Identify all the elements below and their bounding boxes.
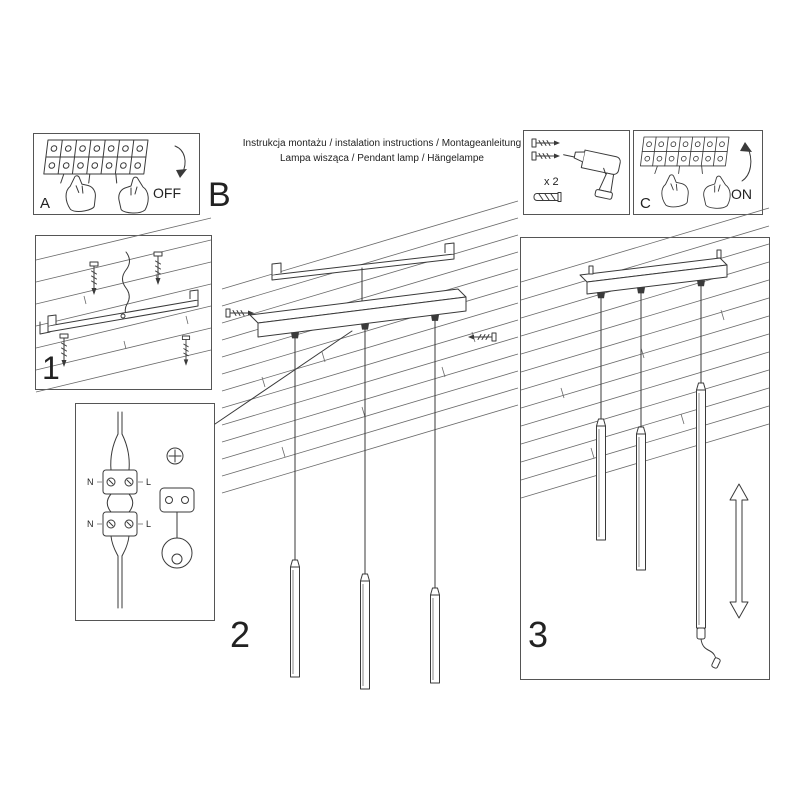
screw-icon	[531, 151, 561, 161]
step-b-label: B	[208, 176, 231, 214]
label-leaders	[97, 481, 143, 525]
panel-step-3	[520, 207, 770, 680]
title-line-1: Instrukcja montażu / instalation instruc…	[242, 138, 522, 149]
mounting-rail	[47, 289, 199, 333]
pendant-tube	[696, 382, 706, 629]
pendant-tube	[636, 426, 646, 571]
step-2-number: 2	[230, 614, 251, 655]
plank-seams	[560, 309, 725, 459]
bracket-clip	[39, 321, 51, 335]
hand-icon	[118, 176, 149, 214]
sheet-title: Instrukcja montażu / instalation instruc…	[232, 136, 532, 166]
terminal-l-bottom-label: L	[146, 519, 151, 529]
step-c-letter: C	[640, 195, 651, 212]
drill-icon	[563, 149, 621, 200]
terminal-block-icon	[639, 136, 730, 174]
screw-icon	[531, 138, 561, 148]
cable-clamp-icon	[159, 487, 195, 569]
cable-gland	[637, 287, 645, 294]
cable-lock	[696, 627, 721, 669]
plank-seams	[261, 331, 476, 458]
hand-icon	[659, 172, 691, 209]
terminal-l-top-label: L	[146, 477, 151, 487]
wire-left	[110, 433, 119, 471]
screw-icon	[181, 335, 191, 367]
hand-icon	[703, 175, 731, 209]
terminal-n-bottom-label: N	[87, 519, 94, 529]
double-arrow-icon	[729, 483, 749, 619]
wire-connector	[102, 511, 138, 537]
terminal-n-top-label: N	[87, 477, 94, 487]
step-a-drawing: A OFF	[40, 139, 187, 214]
step-a-letter: A	[40, 195, 50, 212]
panel-step-1	[35, 217, 212, 393]
screw-count-label: x 2	[544, 176, 559, 188]
canopy	[579, 249, 728, 295]
wire-right	[121, 433, 130, 471]
wiring-detail-drawing: N L N L	[87, 411, 195, 609]
panel2-drawing	[221, 200, 519, 690]
title-line-2: Lampa wisząca / Pendant lamp / Hängelamp…	[279, 153, 484, 164]
panel3-drawing	[520, 207, 770, 669]
wire-exit	[110, 535, 130, 557]
screw-icon	[89, 261, 99, 296]
wiring-inset-box: N L N L	[75, 403, 215, 621]
screw-icon	[225, 308, 255, 318]
ceiling-planks	[221, 200, 519, 494]
step-a-box: A OFF	[33, 133, 200, 215]
screw-icon	[153, 251, 163, 286]
step-3-number: 3	[528, 614, 549, 655]
pendant-tube	[360, 573, 370, 690]
panel1-drawing	[35, 217, 212, 393]
mains-cable	[122, 251, 130, 319]
mounting-bracket	[271, 242, 455, 310]
wire-loop	[106, 493, 134, 513]
cable-gland	[697, 280, 705, 287]
cable-sheath-bottom	[117, 555, 123, 609]
tools-box: x 2	[523, 130, 630, 215]
pendant-tube	[596, 418, 606, 541]
rotate-arrow-icon	[174, 145, 187, 178]
hand-icon	[63, 173, 98, 214]
screw-icon	[59, 333, 69, 368]
step-c-box: C ON	[633, 130, 763, 215]
switch-on-label: ON	[731, 186, 752, 202]
suspension-cables	[600, 285, 702, 428]
pendant-tube	[430, 587, 440, 684]
wall-plug-icon	[533, 192, 562, 202]
step-1-number: 1	[42, 350, 60, 386]
switch-off-label: OFF	[153, 185, 181, 201]
terminal-block-icon	[42, 139, 149, 184]
ground-screw-icon	[166, 447, 184, 465]
cable-gland	[431, 314, 439, 321]
screw-icon	[467, 332, 497, 342]
cable-gland	[291, 332, 299, 339]
cable-gland	[361, 323, 369, 330]
pendant-tube	[290, 559, 300, 678]
step-c-drawing: C ON	[639, 136, 752, 212]
cable-gland	[597, 292, 605, 299]
cable-sheath-top	[117, 411, 123, 435]
panel-step-2	[221, 200, 519, 692]
wire-connector	[102, 469, 138, 495]
suspension-cables	[294, 320, 436, 589]
canopy	[249, 288, 467, 338]
tools-drawing: x 2	[531, 138, 621, 202]
rotate-arrow-icon	[740, 142, 752, 182]
